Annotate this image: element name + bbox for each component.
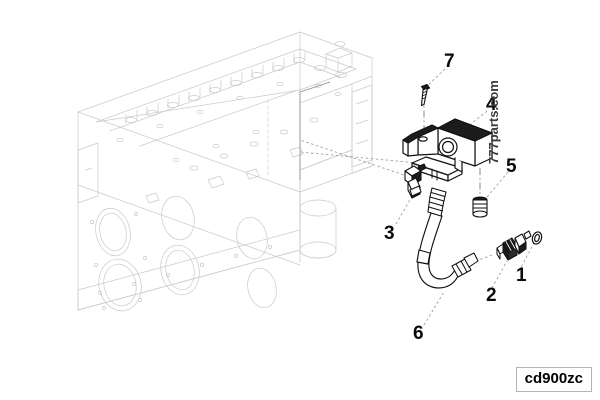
watermark-text: 777parts.com	[486, 80, 501, 164]
leader-3-to-block	[299, 139, 414, 179]
part-2-threaded-fitting	[496, 230, 532, 261]
leader-1	[518, 242, 535, 272]
callout-number-4: 4	[486, 94, 497, 115]
part-7-mounting-bolt	[420, 83, 431, 107]
part-6-hose-assembly	[416, 187, 479, 289]
mounting-pad-lines	[299, 81, 331, 180]
callout-number-6: 6	[413, 323, 424, 344]
callout-number-3: 3	[384, 223, 395, 244]
leader-5	[486, 171, 509, 198]
part-1-o-ring	[531, 231, 543, 245]
part-3-elbow-fitting	[404, 163, 427, 199]
leader-4-to-block	[299, 151, 419, 164]
callout-number-7: 7	[444, 51, 455, 72]
callout-number-1: 1	[516, 265, 527, 286]
leader-2	[491, 260, 508, 289]
callout-number-2: 2	[486, 285, 497, 306]
drawing-code-box: cd900zc	[515, 366, 592, 392]
engine-block-ghost	[77, 31, 373, 312]
callout-number-5: 5	[506, 156, 517, 177]
leader-6	[423, 291, 445, 326]
part-4-sensor-module	[402, 118, 493, 182]
leader-4	[454, 110, 488, 138]
part-5-sleeve-bushing	[472, 196, 488, 218]
